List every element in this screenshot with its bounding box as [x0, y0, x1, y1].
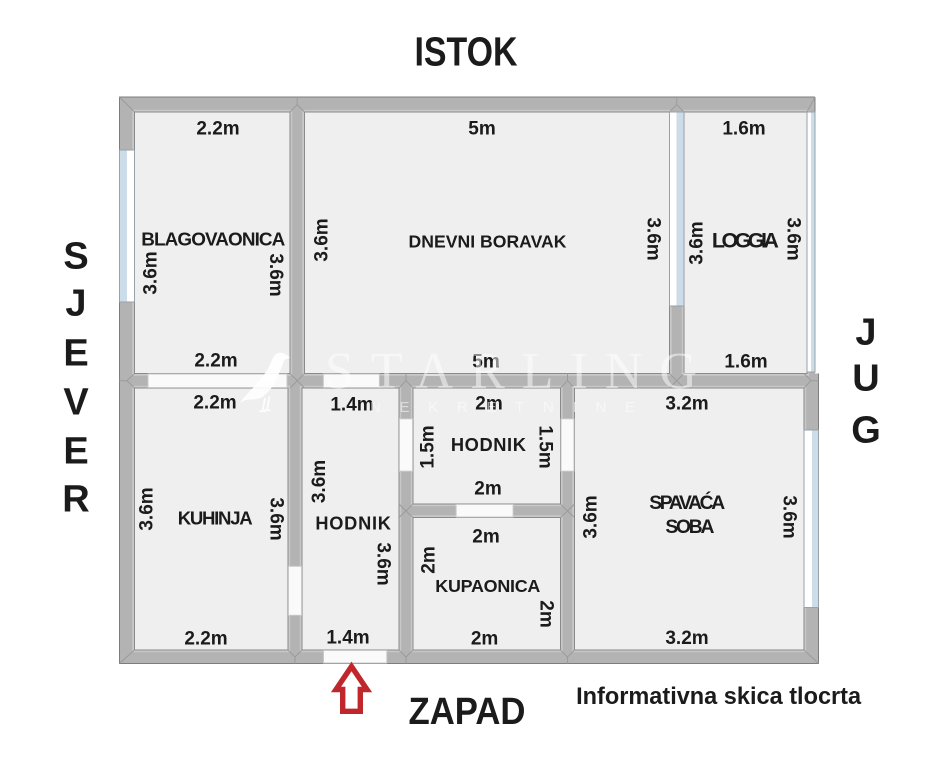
- svg-text:2m: 2m: [535, 600, 556, 627]
- svg-text:R: R: [62, 478, 89, 520]
- svg-text:HODNIK: HODNIK: [451, 434, 527, 455]
- svg-text:2m: 2m: [471, 629, 498, 650]
- svg-text:2.2m: 2.2m: [193, 393, 236, 414]
- svg-text:3.6m: 3.6m: [642, 217, 663, 260]
- svg-text:ISTOK: ISTOK: [415, 28, 518, 74]
- svg-text:J: J: [65, 282, 86, 324]
- svg-text:3.6m: 3.6m: [778, 495, 799, 538]
- svg-text:E: E: [63, 332, 88, 374]
- svg-text:3.6m: 3.6m: [782, 217, 803, 260]
- svg-text:U: U: [852, 357, 879, 399]
- svg-text:2m: 2m: [475, 394, 502, 415]
- svg-text:2.2m: 2.2m: [194, 351, 237, 372]
- svg-text:3.2m: 3.2m: [665, 394, 708, 415]
- svg-text:SOBA: SOBA: [665, 517, 714, 538]
- svg-text:ZAPAD: ZAPAD: [409, 691, 526, 733]
- svg-text:1.4m: 1.4m: [326, 628, 369, 649]
- svg-text:2.2m: 2.2m: [196, 119, 239, 140]
- svg-text:NEKRETNINE: NEKRETNINE: [370, 399, 654, 416]
- svg-text:5m: 5m: [472, 352, 499, 373]
- svg-text:Informativna skica tlocrta: Informativna skica tlocrta: [576, 683, 862, 710]
- svg-text:3.6m: 3.6m: [373, 542, 394, 585]
- svg-text:1.6m: 1.6m: [724, 352, 767, 373]
- svg-text:3.6m: 3.6m: [265, 253, 286, 296]
- svg-text:1.6m: 1.6m: [722, 119, 765, 140]
- svg-text:3.6m: 3.6m: [265, 497, 286, 540]
- svg-text:3.6m: 3.6m: [581, 495, 602, 538]
- svg-text:BLAGOVAONICA: BLAGOVAONICA: [141, 230, 285, 251]
- svg-text:KUPAONICA: KUPAONICA: [435, 576, 540, 596]
- svg-text:LOGGIA: LOGGIA: [712, 228, 779, 252]
- svg-text:J: J: [855, 311, 876, 353]
- svg-text:E: E: [63, 430, 88, 472]
- svg-text:1.5m: 1.5m: [418, 425, 439, 468]
- svg-text:2.2m: 2.2m: [184, 629, 227, 650]
- svg-text:2m: 2m: [474, 479, 501, 500]
- svg-text:V: V: [63, 381, 89, 423]
- svg-text:KUHINJA: KUHINJA: [178, 508, 253, 529]
- svg-text:SPAVAĆA: SPAVAĆA: [649, 490, 725, 514]
- svg-text:S: S: [63, 235, 88, 277]
- svg-text:3.6m: 3.6m: [141, 251, 162, 294]
- svg-text:G: G: [851, 409, 881, 451]
- svg-text:HODNIK: HODNIK: [315, 514, 391, 534]
- svg-text:5m: 5m: [468, 119, 495, 140]
- svg-text:STARLING: STARLING: [325, 343, 714, 400]
- svg-text:3.6m: 3.6m: [687, 221, 708, 264]
- svg-text:DNEVNI BORAVAK: DNEVNI BORAVAK: [409, 231, 567, 251]
- svg-text:3.6m: 3.6m: [312, 218, 333, 261]
- svg-text:2m: 2m: [472, 527, 499, 548]
- svg-text:3.2m: 3.2m: [665, 628, 708, 649]
- svg-text:1.5m: 1.5m: [534, 425, 555, 468]
- svg-text:3.6m: 3.6m: [309, 460, 330, 503]
- svg-text:3.6m: 3.6m: [137, 487, 158, 530]
- svg-text:1.4m: 1.4m: [330, 395, 373, 416]
- svg-text:2m: 2m: [419, 546, 440, 573]
